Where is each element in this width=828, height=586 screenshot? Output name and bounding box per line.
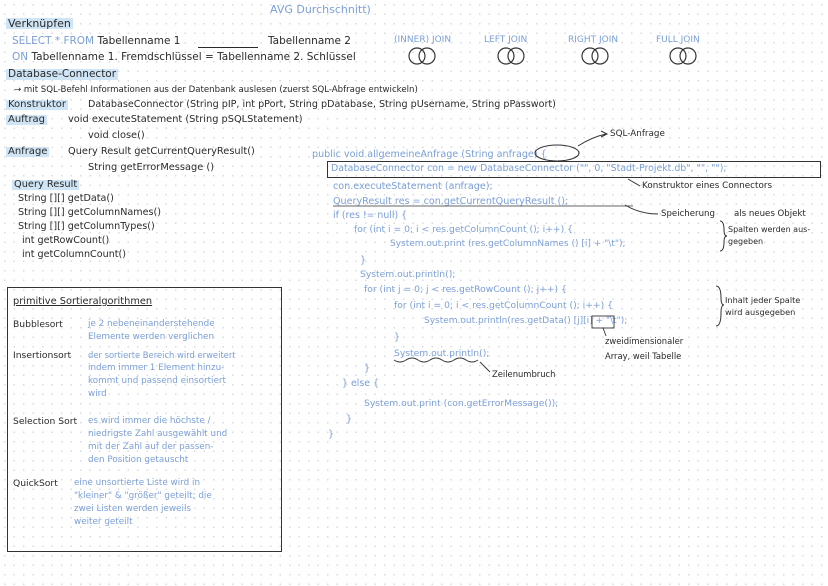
code-line-12: System.out.println(res.getData() [j][i] … [424, 316, 628, 326]
code-line-1: public void allgemeineAnfrage (String an… [312, 149, 547, 160]
code-line-10: for (int j = 0; j < res.getRowCount (); … [364, 284, 567, 295]
arrow-sql [577, 133, 607, 147]
sort-quick-line-2: "kleiner" & "größer" geteilt; die [74, 491, 212, 501]
code-line-3: con.executeStatement (anfrage); [333, 181, 493, 192]
venn-full-icon [669, 47, 697, 65]
join-right-label: RIGHT JOIN [568, 35, 619, 45]
sort-insertion-line-4: wird [88, 389, 107, 399]
annotation-spalten-2: gegeben [728, 237, 764, 246]
annotation-zweidim-2: Array, weil Tabelle [605, 351, 682, 361]
db-heading: Database-Connector [6, 68, 119, 80]
sort-quick-line-3: zwei Listen werden jeweils [74, 504, 191, 514]
annotation-zweidim-1: zweidimensionaler [605, 336, 684, 346]
auftrag-line-2: void close() [88, 130, 145, 141]
select-underline [198, 47, 258, 48]
code-line-14: System.out.println(); [394, 348, 490, 359]
auftrag-label: Auftrag [6, 114, 48, 125]
konstruktor-label: Konstruktor [6, 99, 69, 110]
auftrag-line-1: void executeStatement (String pSQLStatem… [68, 114, 303, 125]
sort-bubble-name: Bubblesort [13, 319, 63, 330]
select-line: SELECT * FROM Tabellenname 1 [12, 35, 181, 47]
code-line-5: if (res != null) { [333, 210, 408, 221]
sort-selection-line-1: es wird immer die höchste / [88, 416, 211, 426]
venn-left-icon [497, 47, 525, 65]
page-title: Verknüpfen [6, 17, 73, 30]
arrow-zeilen [479, 361, 491, 373]
select-table2: Tabellenname 2 [268, 35, 351, 47]
anfrage-label: Anfrage [6, 146, 50, 157]
qr-line-1: String [][] getData() [18, 193, 114, 204]
top-note: AVG Durchschnitt) [270, 3, 371, 16]
sort-selection-line-3: mit der Zahl auf der passen- [88, 442, 214, 452]
bracket-inhalt [715, 285, 725, 327]
code-line-17: System.out.print (con.getErrorMessage())… [364, 398, 559, 409]
arrow-konstruktor [627, 178, 641, 187]
sort-quick-line-1: eine unsortierte Liste wird in [74, 478, 201, 488]
annotation-konstruktor: Konstruktor eines Connectors [642, 181, 773, 191]
annotation-speicherung: Speicherung [661, 209, 715, 219]
sort-selection-name: Selection Sort [13, 416, 78, 427]
code-line-15: } [364, 363, 371, 374]
code-line-8: } [360, 255, 367, 266]
code-line-19: } [328, 429, 335, 440]
qr-line-3: String [][] getColumnTypes() [18, 221, 155, 232]
annotation-objekt: als neues Objekt [734, 209, 806, 219]
sort-insertion-line-1: der sortierte Bereich wird erweitert [88, 350, 236, 360]
arrowhead-sql [600, 130, 609, 138]
sort-box: primitive Sortieralgorithmen Bubblesort … [7, 287, 282, 552]
code-line-9: System.out.println(); [360, 269, 456, 280]
qr-line-4: int getRowCount() [22, 235, 110, 246]
sort-insertion-line-3: kommt und passend einsortiert [88, 376, 226, 386]
code-line-13: } [394, 332, 401, 343]
sort-quick-line-4: weiter geteilt [74, 517, 133, 527]
anfrage-line-2: String getErrorMessage () [88, 162, 215, 173]
join-left-label: LEFT JOIN [484, 35, 528, 45]
sort-bubble-line-2: Elemente werden verglichen [88, 332, 215, 342]
sort-quick-name: QuickSort [13, 478, 58, 489]
konstruktor-text: DatabaseConnector (String pIP, int pPort… [88, 99, 556, 110]
code-line-11: for (int i = 0; i < res.getColumnCount (… [394, 300, 613, 311]
code-line-2: DatabaseConnector con = new DatabaseConn… [331, 163, 727, 174]
anfrage-line-1: Query Result getCurrentQueryResult() [68, 146, 255, 157]
on-line: ON Tabellenname 1. Fremdschlüssel = Tabe… [12, 51, 356, 63]
join-inner-label: (INNER) JOIN [394, 35, 452, 45]
arrow-speicherung [624, 204, 659, 215]
annotation-inhalt-1: Inhalt jeder Spalte [725, 295, 801, 305]
code-line-6: for (int i = 0; i < res.getColumnCount (… [354, 224, 573, 235]
sort-title: primitive Sortieralgorithmen [13, 296, 153, 307]
annotation-zeilen: Zeilenumbruch [492, 369, 556, 379]
join-full-label: FULL JOIN [656, 35, 700, 45]
venn-inner-icon [408, 47, 436, 65]
annotation-inhalt-2: wird ausgegeben [725, 307, 796, 317]
bracket-spalten [719, 220, 728, 252]
db-note: → mit SQL-Befehl Informationen aus der D… [14, 85, 418, 95]
sort-selection-line-4: den Position getauscht [88, 455, 189, 465]
sort-insertion-line-2: indem immer 1 Element hinzu- [88, 363, 225, 373]
sort-insertion-name: Insertionsort [13, 350, 72, 361]
sort-selection-line-2: niedrigste Zahl ausgewählt und [88, 429, 228, 439]
code-line-18: } [346, 414, 353, 425]
code-line-4: QueryResult res = con.getCurrentQueryRes… [333, 196, 569, 207]
qr-line-2: String [][] getColumnNames() [18, 207, 161, 218]
qr-line-5: int getColumnCount() [22, 249, 127, 260]
annotation-sql: SQL-Anfrage [610, 129, 665, 139]
code-line-7: System.out.print (res.getColumnNames () … [390, 239, 626, 249]
annotation-spalten-1: Spalten werden aus- [728, 225, 811, 234]
venn-right-icon [581, 47, 609, 65]
qr-heading: Query Result [12, 179, 80, 190]
code-line-16: } else { [342, 378, 379, 389]
arrow-zweidim [602, 327, 607, 337]
sort-bubble-line-1: je 2 nebeneinanderstehende [88, 319, 215, 329]
